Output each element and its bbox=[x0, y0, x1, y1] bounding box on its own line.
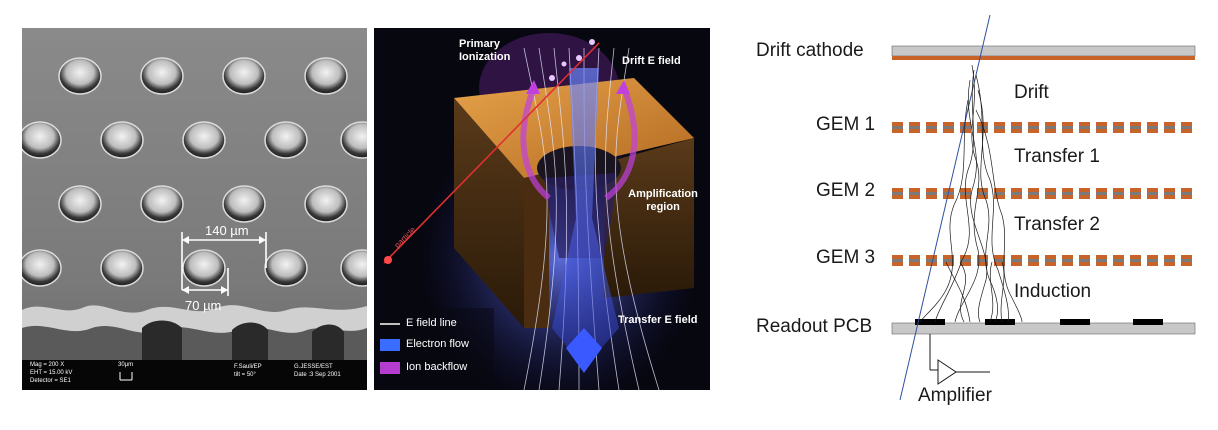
foil-hole bbox=[58, 185, 102, 223]
foil-hole bbox=[140, 57, 184, 95]
foil-hole bbox=[100, 121, 144, 159]
label-readout-pcb: Readout PCB bbox=[756, 316, 873, 337]
avalanche-traces bbox=[919, 64, 1023, 323]
label-transfer-field: Transfer E field bbox=[618, 314, 698, 326]
foil-hole bbox=[304, 185, 348, 223]
sem-org: G.JESSE/EST bbox=[294, 364, 333, 370]
foil-hole bbox=[340, 121, 367, 159]
legend-field-line: E field line bbox=[406, 317, 457, 329]
label-gap-transfer-1: Transfer 1 bbox=[1014, 146, 1100, 167]
pitch-label: 140 µm bbox=[205, 223, 249, 238]
sem-mag: Mag = 200 X bbox=[30, 362, 65, 368]
sem-operator: F.Sauli/EP bbox=[234, 364, 262, 370]
label-gap-transfer-2: Transfer 2 bbox=[1014, 214, 1100, 235]
legend-swatch-ion bbox=[380, 362, 400, 374]
foil-hole bbox=[22, 121, 62, 159]
gem-field-illustration bbox=[374, 28, 710, 390]
triple-gem-drawing bbox=[891, 14, 1196, 401]
foil-hole bbox=[22, 249, 62, 287]
label-drift-field: Drift E field bbox=[622, 55, 681, 67]
gem-foil-2 bbox=[892, 188, 1192, 199]
gem-foil-holes-image bbox=[22, 28, 367, 390]
foil-hole bbox=[222, 185, 266, 223]
legend-electron-flow: Electron flow bbox=[406, 338, 469, 350]
label-primary-ionization: Primary Ionization bbox=[459, 38, 511, 63]
sem-date: Date :3 Sep 2001 bbox=[294, 372, 341, 378]
foil-hole bbox=[264, 121, 308, 159]
label-gem-2: GEM 2 bbox=[816, 180, 876, 201]
foil-hole bbox=[340, 249, 367, 287]
label-gap-drift: Drift bbox=[1014, 82, 1049, 103]
label-gap-induction: Induction bbox=[1014, 281, 1092, 302]
sem-micrograph: 140 µm 70 µm Mag = 200 X EHT = 15.00 kV … bbox=[22, 28, 367, 390]
hole-diameter-label: 70 µm bbox=[185, 298, 222, 313]
label-amplification: Amplification region bbox=[628, 188, 698, 213]
sem-tilt: tilt = 50° bbox=[234, 372, 256, 378]
foil-hole bbox=[304, 57, 348, 95]
readout-pcb-board bbox=[891, 322, 1196, 335]
foil-hole bbox=[182, 249, 226, 287]
gem-foil-1 bbox=[892, 122, 1192, 133]
label-drift-cathode: Drift cathode bbox=[756, 40, 864, 61]
sem-eht: EHT = 15.00 kV bbox=[30, 370, 73, 376]
sem-detector: Detector = SE1 bbox=[30, 378, 71, 384]
drift-cathode-electrode bbox=[891, 45, 1196, 57]
foil-hole bbox=[140, 185, 184, 223]
amplifier-symbol bbox=[937, 359, 957, 385]
drift-cathode-copper bbox=[892, 56, 1195, 60]
legend-swatch-electron bbox=[380, 339, 400, 351]
foil-hole bbox=[100, 249, 144, 287]
foil-hole bbox=[182, 121, 226, 159]
readout-pads bbox=[915, 319, 1163, 325]
foil-hole bbox=[58, 57, 102, 95]
label-gem-3: GEM 3 bbox=[816, 247, 876, 268]
gem-cutaway-illustration: Primary Ionization Drift E field Amplifi… bbox=[374, 28, 710, 390]
triple-gem-schematic: Drift cathode GEM 1 GEM 2 GEM 3 Drift Tr… bbox=[740, 0, 1218, 430]
particle-track bbox=[899, 14, 991, 401]
legend-ion-backflow: Ion backflow bbox=[406, 361, 468, 373]
sem-scale-bar-label: 30µm bbox=[118, 362, 134, 368]
label-amplifier: Amplifier bbox=[918, 385, 992, 406]
foil-hole bbox=[222, 57, 266, 95]
gem-foil-3 bbox=[892, 255, 1192, 266]
label-gem-1: GEM 1 bbox=[816, 114, 876, 135]
foil-hole bbox=[264, 249, 308, 287]
